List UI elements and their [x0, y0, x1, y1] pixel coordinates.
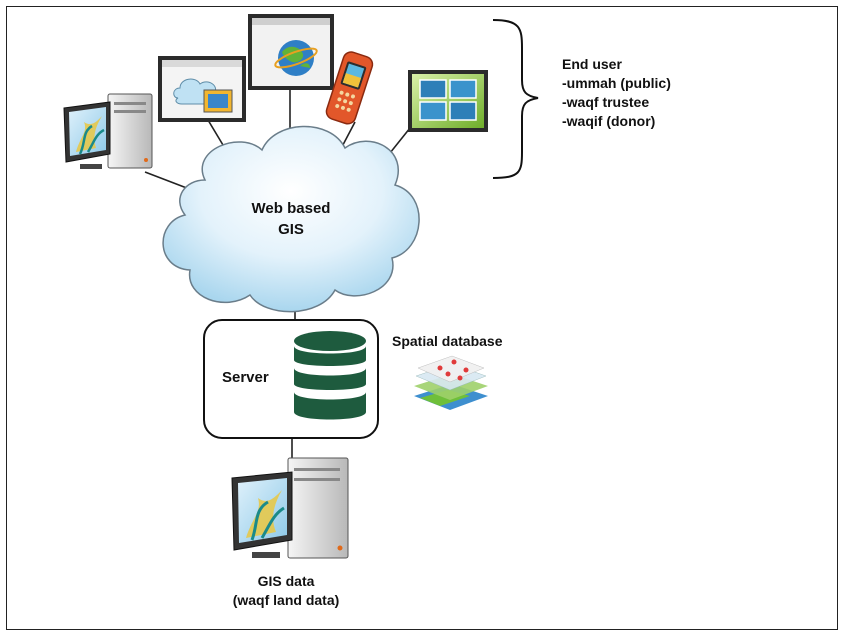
cloud-icon [162, 125, 420, 313]
globe-window-icon [248, 14, 334, 90]
gis-data-line2: (waqf land data) [232, 592, 340, 608]
gis-data-label: GIS data (waqf land data) [216, 572, 356, 610]
brace-icon [492, 19, 539, 179]
end-user-item: -waqif (donor) [562, 113, 656, 129]
server-label: Server [222, 369, 269, 386]
diagram-frame [6, 6, 838, 630]
end-user-item: -waqf trustee [562, 94, 650, 110]
spatial-database-label: Spatial database [392, 333, 503, 349]
mobile-phone-icon [325, 51, 374, 125]
gis-data-line1: GIS data [257, 573, 315, 589]
cloud-label-line2: GIS [278, 221, 304, 238]
spatial-layers-icon [414, 355, 488, 410]
desktop-computer-icon [63, 93, 153, 169]
tiles-window-icon [408, 70, 488, 132]
cloud-label: Web based GIS [236, 198, 346, 240]
end-user-title: End user [562, 56, 622, 72]
end-user-block: End user -ummah (public) -waqf trustee -… [562, 55, 762, 131]
end-user-item: -ummah (public) [562, 75, 671, 91]
cloud-label-line1: Web based [251, 200, 331, 217]
gis-data-computer-icon [231, 457, 349, 559]
database-icon [294, 331, 366, 420]
cloud-window-icon [158, 56, 246, 122]
